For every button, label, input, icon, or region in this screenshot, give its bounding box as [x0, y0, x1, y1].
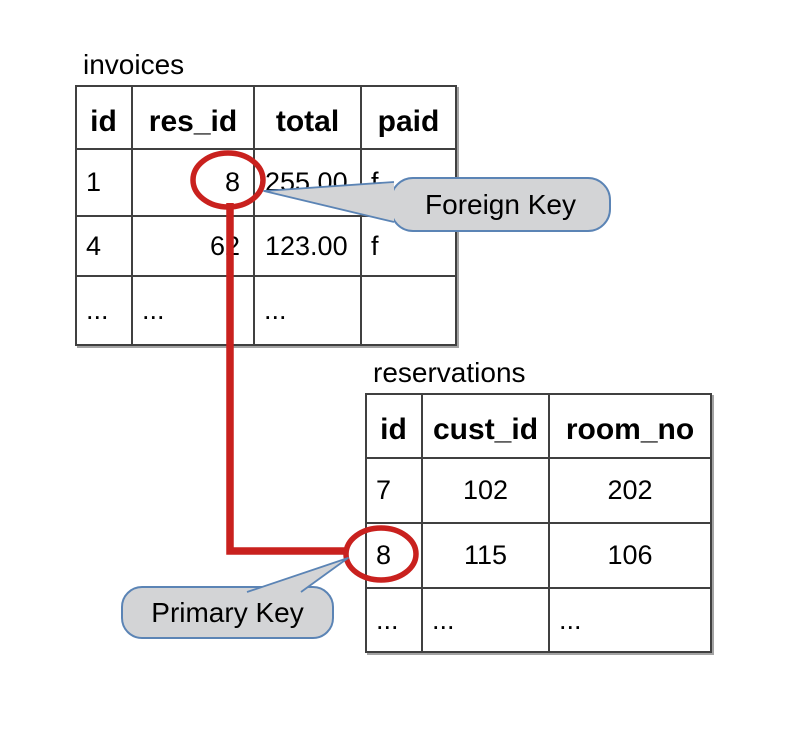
- invoices-header-total: total: [253, 85, 362, 150]
- cell-invoice-id: 1: [75, 148, 133, 217]
- invoices-ellipsis-row: ... ... ...: [75, 275, 457, 346]
- cell-invoice-id: 4: [75, 215, 133, 277]
- primary-key-label: Primary Key: [151, 596, 304, 628]
- cell-invoice-paid: f: [360, 148, 457, 217]
- reservations-header-id: id: [365, 393, 423, 459]
- reservations-table: id cust_id room_no 7 102 202 8 115 106 .…: [365, 393, 712, 653]
- cell-reservation-cust-id: 115: [421, 522, 550, 589]
- invoices-header-paid: paid: [360, 85, 457, 150]
- cell-invoice-res-id: ...: [131, 275, 255, 346]
- reservations-ellipsis-row: ... ... ...: [365, 587, 712, 653]
- invoices-row-1: 1 8 255.00 f: [75, 148, 457, 217]
- reservations-header-room-no: room_no: [548, 393, 712, 459]
- invoices-header-id: id: [75, 85, 133, 150]
- reservations-header-row: id cust_id room_no: [365, 393, 712, 459]
- cell-invoice-total: ...: [253, 275, 362, 346]
- cell-reservation-room-no: ...: [548, 587, 712, 653]
- reservations-table-title: reservations: [373, 357, 526, 388]
- cell-reservation-id: ...: [365, 587, 423, 653]
- invoices-table-title: invoices: [83, 49, 185, 80]
- reservations-row-1: 7 102 202: [365, 457, 712, 524]
- cell-invoice-id: ...: [75, 275, 133, 346]
- primary-key-callout-body: [121, 586, 334, 639]
- invoices-row-2: 4 62 123.00 f: [75, 215, 457, 277]
- cell-reservation-room-no: 106: [548, 522, 712, 589]
- cell-invoice-paid: [360, 275, 457, 346]
- invoices-header-row: id res_id total paid: [75, 85, 457, 150]
- primary-key-callout: [121, 557, 349, 639]
- cell-invoice-res-id: 8: [131, 148, 255, 217]
- reservations-header-cust-id: cust_id: [421, 393, 550, 459]
- reservations-row-2: 8 115 106: [365, 522, 712, 589]
- invoices-table: id res_id total paid 1 8 255.00 f 4 62 1…: [75, 85, 457, 346]
- cell-invoice-total: 255.00: [253, 148, 362, 217]
- cell-reservation-id: 7: [365, 457, 423, 524]
- cell-reservation-cust-id: 102: [421, 457, 550, 524]
- invoices-header-res-id: res_id: [131, 85, 255, 150]
- cell-reservation-room-no: 202: [548, 457, 712, 524]
- cell-invoice-total: 123.00: [253, 215, 362, 277]
- cell-reservation-cust-id: ...: [421, 587, 550, 653]
- cell-invoice-paid: f: [360, 215, 457, 277]
- primary-key-callout-tail: [246, 557, 349, 593]
- cell-reservation-id: 8: [365, 522, 423, 589]
- cell-invoice-res-id: 62: [131, 215, 255, 277]
